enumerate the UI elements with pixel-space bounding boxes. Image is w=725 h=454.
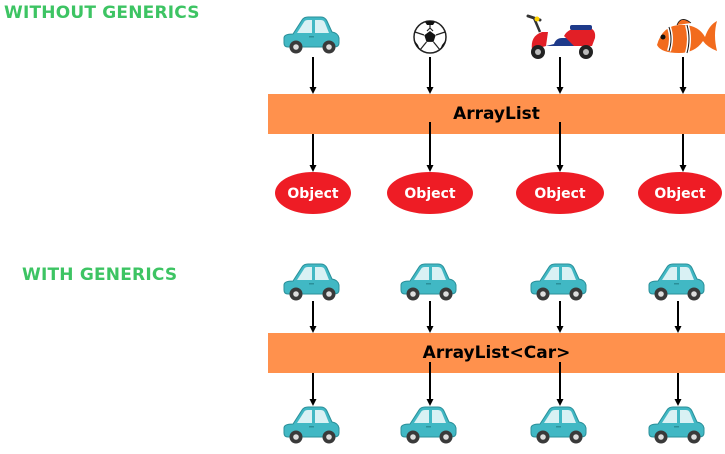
- object-ellipse: Object: [275, 172, 351, 214]
- input-car-icon: [648, 263, 705, 301]
- output-car-icon: [400, 406, 457, 444]
- arraylist-car-label: ArrayList<Car>: [422, 343, 571, 363]
- arraylist-label: ArrayList: [453, 104, 540, 124]
- scooter-icon: [526, 14, 596, 59]
- object-label: Object: [404, 186, 456, 202]
- without-generics-heading: WITHOUT GENERICS: [4, 3, 200, 23]
- object-ellipse: Object: [387, 172, 473, 214]
- output-car-icon: [283, 406, 340, 444]
- object-label: Object: [534, 186, 586, 202]
- with-generics-heading: WITH GENERICS: [22, 265, 178, 285]
- item-car-icon: [283, 16, 340, 54]
- fish-icon: [657, 19, 717, 54]
- output-car-icon: [648, 406, 705, 444]
- input-car-icon: [283, 263, 340, 301]
- output-car-icon: [530, 406, 587, 444]
- object-ellipse: Object: [638, 172, 722, 214]
- input-car-icon: [530, 263, 587, 301]
- object-label: Object: [287, 186, 339, 202]
- object-label: Object: [654, 186, 706, 202]
- soccer-ball-icon: [413, 20, 447, 54]
- input-car-icon: [400, 263, 457, 301]
- arraylist-car-bar: ArrayList<Car>: [268, 333, 725, 373]
- arraylist-bar: ArrayList: [268, 94, 725, 134]
- object-ellipse: Object: [516, 172, 604, 214]
